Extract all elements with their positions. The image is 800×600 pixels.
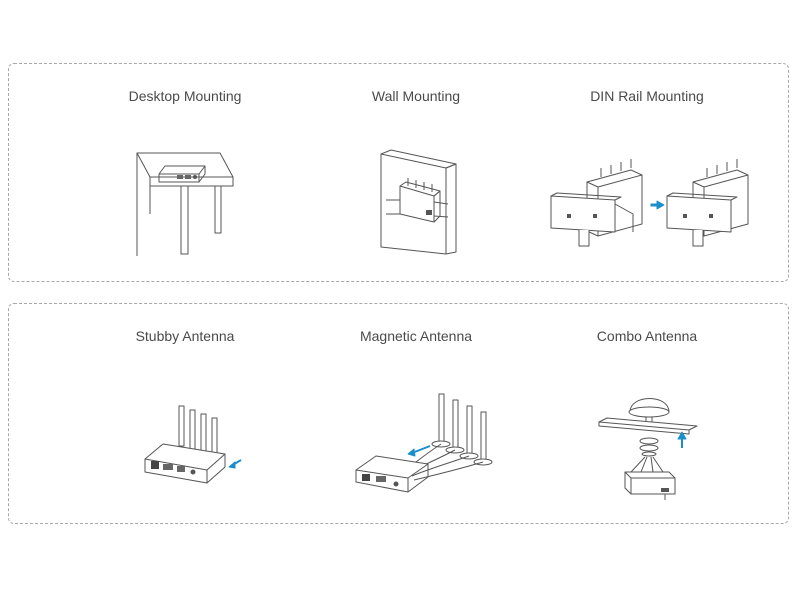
din-rail-mounting-cell: DIN Rail Mounting <box>527 64 767 281</box>
desktop-mounting-title: Desktop Mounting <box>128 88 242 104</box>
antenna-options-panel: Stubby Antenna Magnetic Antenna <box>8 303 789 524</box>
wall-mounting-title: Wall Mounting <box>371 88 461 104</box>
din-rail-mounting-icon <box>550 159 749 247</box>
desktop-mounting-icon <box>136 152 234 256</box>
magnetic-antenna-title: Magnetic Antenna <box>359 328 473 344</box>
combo-antenna-cell: Combo Antenna <box>527 304 767 523</box>
combo-antenna-icon <box>598 398 698 500</box>
din-rail-mounting-title: DIN Rail Mounting <box>590 88 704 104</box>
stubby-antenna-icon <box>144 405 242 484</box>
mounting-options-panel: Desktop Mounting Wall Mounting <box>8 63 789 282</box>
magnetic-antenna-cell: Magnetic Antenna <box>296 304 536 523</box>
stubby-antenna-cell: Stubby Antenna <box>65 304 305 523</box>
desktop-mounting-cell: Desktop Mounting <box>65 64 305 281</box>
wall-mounting-icon <box>380 149 457 255</box>
wall-mounting-cell: Wall Mounting <box>296 64 536 281</box>
stubby-antenna-title: Stubby Antenna <box>135 328 235 344</box>
magnetic-antenna-icon <box>355 393 493 493</box>
combo-antenna-title: Combo Antenna <box>596 328 698 344</box>
